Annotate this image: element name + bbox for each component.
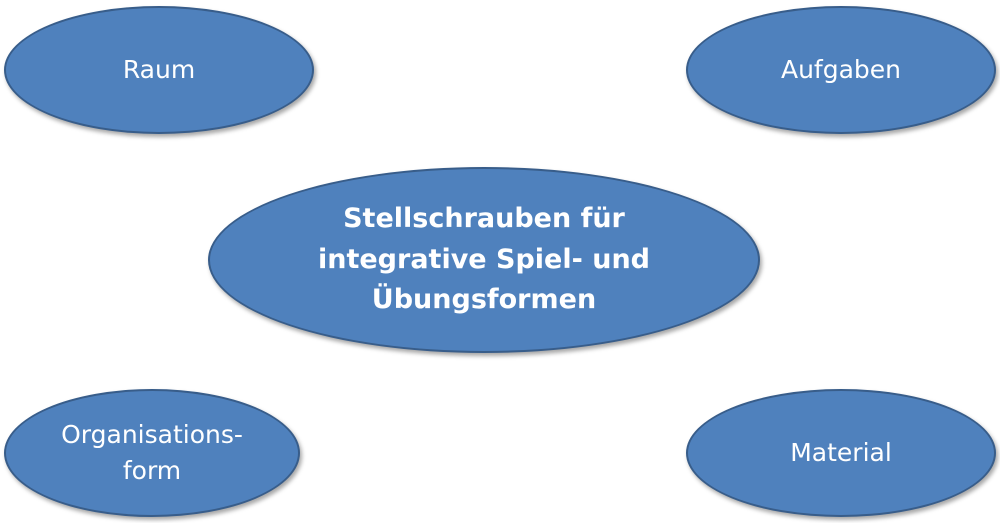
node-aufgaben-label: Aufgaben bbox=[780, 54, 902, 84]
node-material: Material bbox=[686, 389, 996, 517]
node-aufgaben: Aufgaben bbox=[686, 6, 996, 134]
node-raum-label: Raum bbox=[122, 54, 196, 84]
node-organisationsform: Organisations- form bbox=[4, 389, 300, 517]
node-center: Stellschrauben für integrative Spiel- un… bbox=[208, 167, 760, 353]
node-material-label: Material bbox=[790, 437, 892, 467]
node-center-label: Stellschrauben für integrative Spiel- un… bbox=[317, 203, 650, 316]
node-raum: Raum bbox=[4, 6, 314, 134]
node-organisationsform-label: Organisations- form bbox=[61, 419, 243, 485]
